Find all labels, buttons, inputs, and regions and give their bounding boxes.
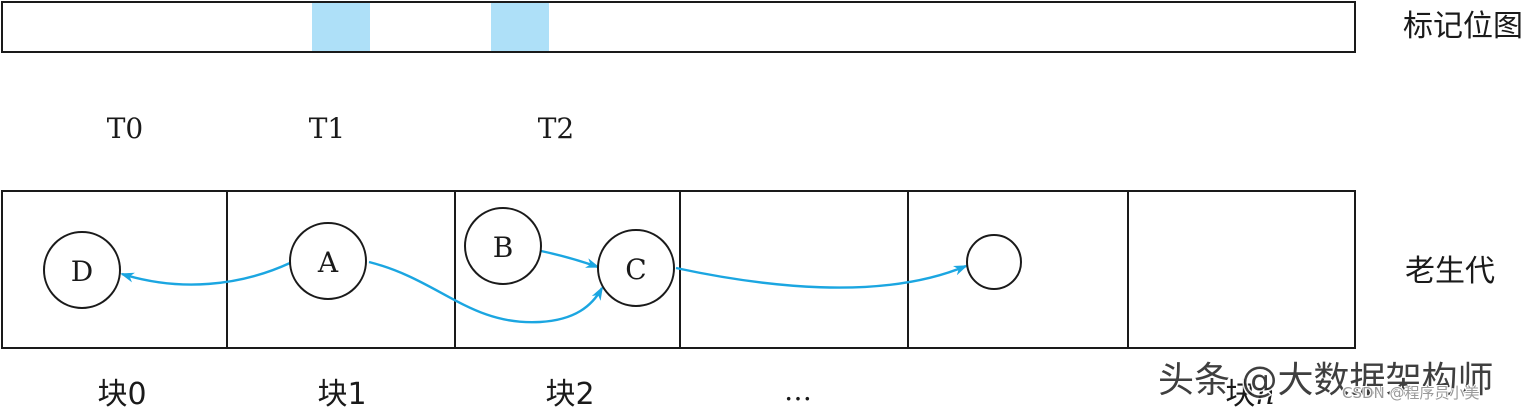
arrow-a-to-c xyxy=(368,260,604,324)
mark-bitmap-label: 标记位图 xyxy=(1403,9,1523,44)
node-a: A xyxy=(289,222,367,300)
node-a-circle xyxy=(289,222,367,300)
node-d-label: D xyxy=(71,255,93,288)
marked-cell-2 xyxy=(491,3,549,51)
block-label-ellipsis: … xyxy=(784,374,812,407)
mark-bitmap xyxy=(1,1,1356,53)
arrow-c-to-unnamed xyxy=(675,264,968,289)
node-d: D xyxy=(43,231,121,309)
block-label-n: 块n xyxy=(1225,377,1274,410)
node-a-label: A xyxy=(317,246,339,279)
watermark-toutiao: 头条 @大数据架构师 xyxy=(1158,360,1493,401)
marked-cell-1 xyxy=(312,3,370,51)
arrow-b-to-c xyxy=(540,249,600,269)
time-label-t1: T1 xyxy=(309,112,346,145)
time-label-t2: T2 xyxy=(538,112,575,145)
arrow-a-to-d xyxy=(120,261,291,286)
node-b-circle xyxy=(464,207,542,285)
watermark-csdn: CSDN @程序员小美 xyxy=(1342,384,1480,402)
block-label-n-suffix: n xyxy=(1255,377,1274,410)
time-label-t0: T0 xyxy=(107,112,144,145)
node-c-label: C xyxy=(625,253,646,286)
node-c-circle xyxy=(597,229,675,307)
block-label-1: 块1 xyxy=(317,377,366,410)
node-c: C xyxy=(597,229,675,307)
block-label-0: 块0 xyxy=(97,377,146,410)
node-b: B xyxy=(464,207,542,285)
block-label-2: 块2 xyxy=(545,377,594,410)
mark-bitmap-bar xyxy=(1,1,1356,53)
node-b-label: B xyxy=(493,231,514,264)
node-d-circle xyxy=(43,231,121,309)
old-generation-label: 老生代 xyxy=(1405,254,1495,289)
node-unlabeled xyxy=(966,234,1022,290)
block-label-n-prefix: 块 xyxy=(1225,377,1255,410)
